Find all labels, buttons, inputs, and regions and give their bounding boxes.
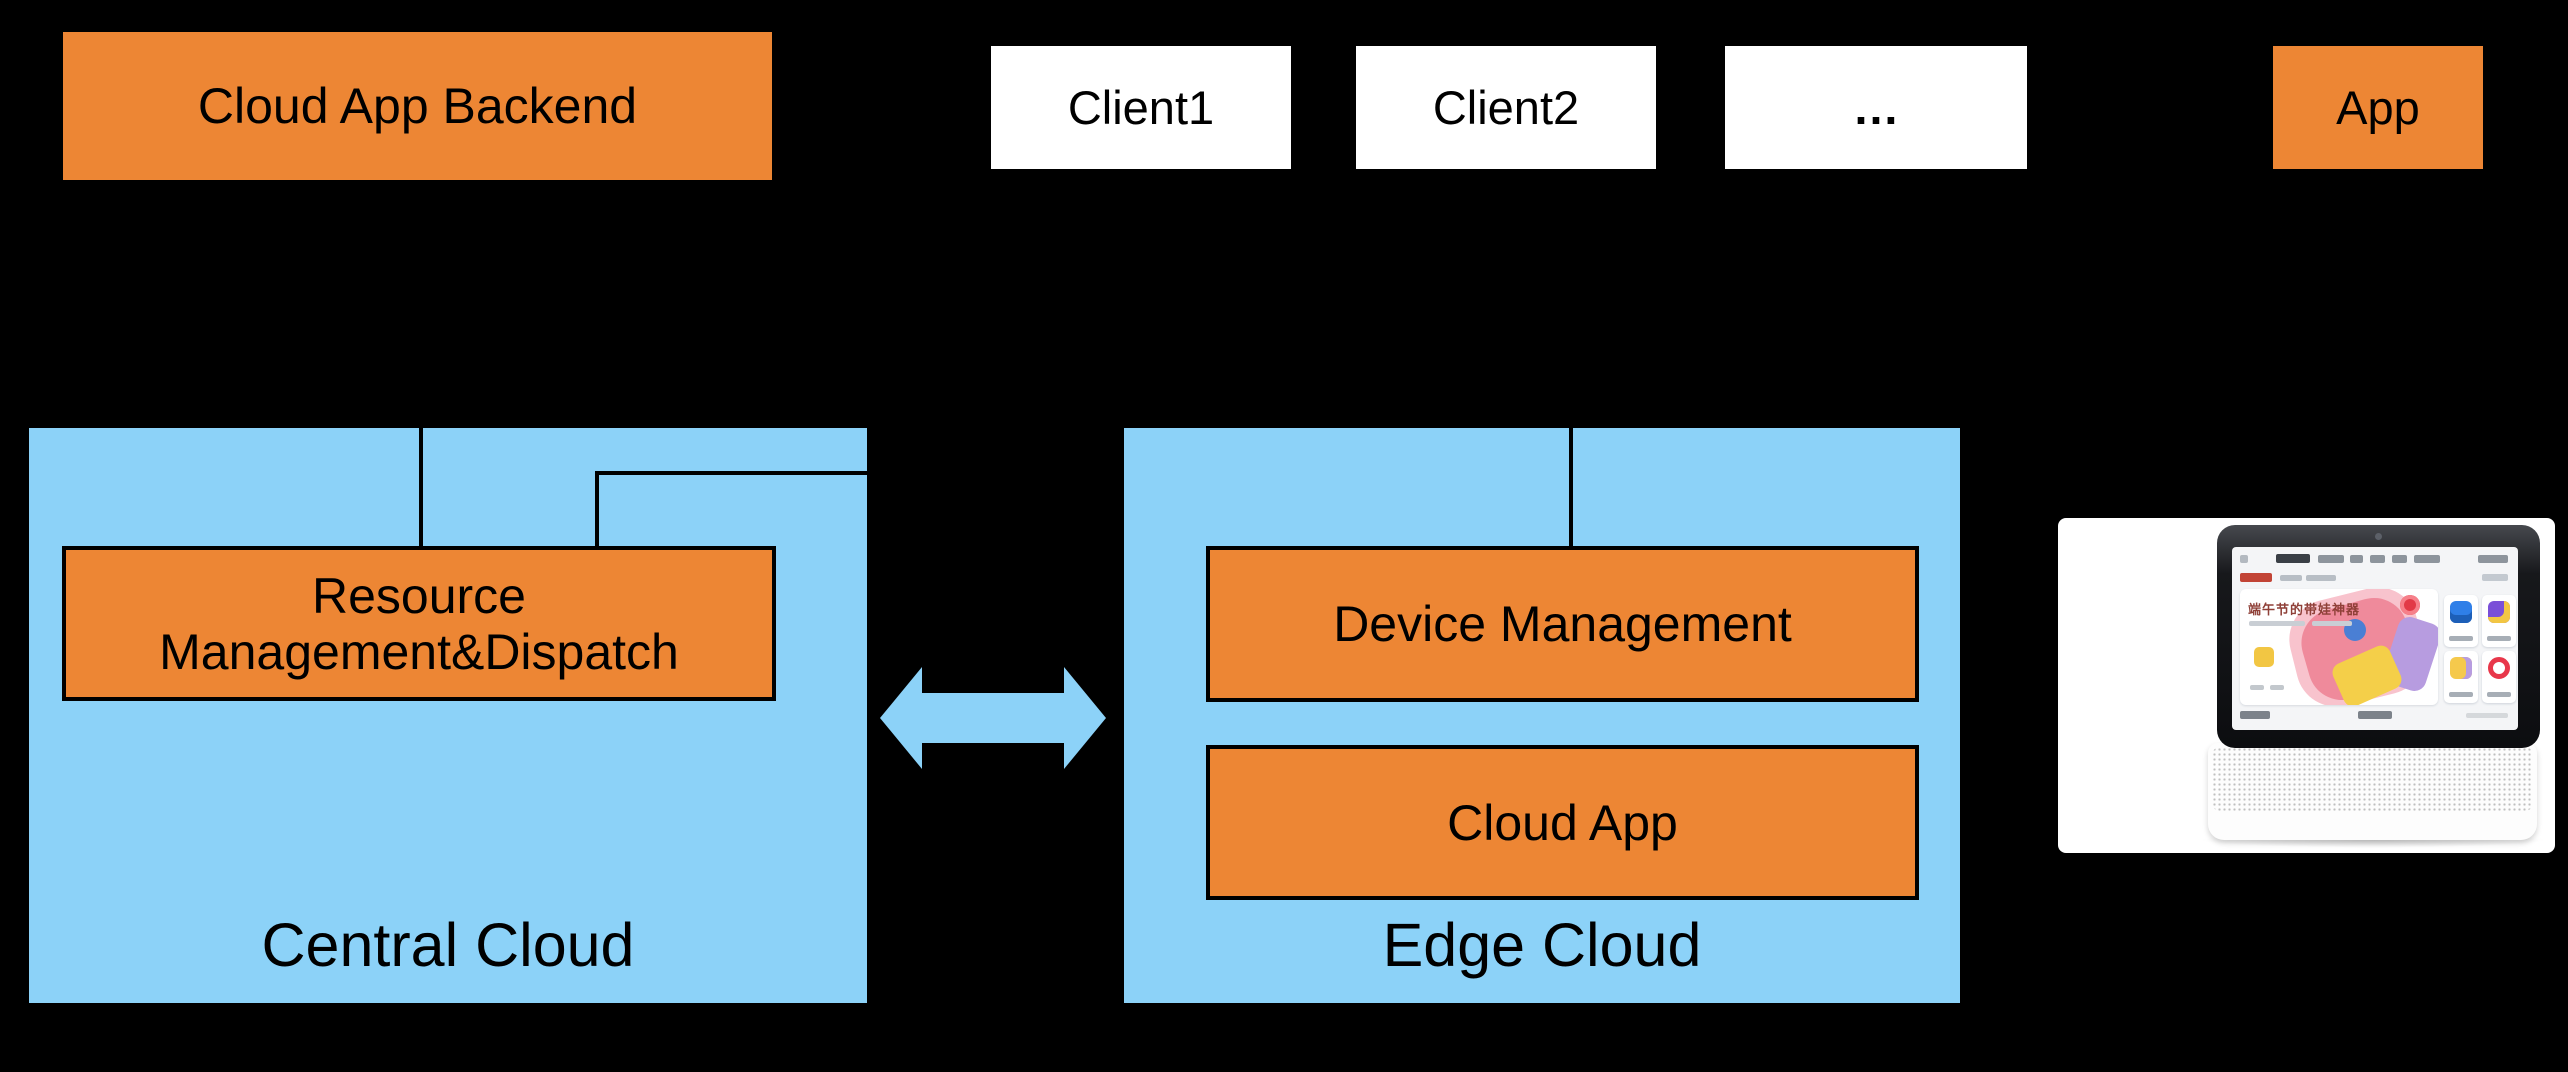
- hero-subline: [2312, 621, 2352, 626]
- edge-cloud-container: [1124, 428, 1960, 1003]
- screen-app-tile: [2482, 595, 2516, 647]
- cloud-app-backend-box: Cloud App Backend: [63, 32, 772, 180]
- device-screen-bezel: 端午节的带娃神器: [2217, 525, 2540, 748]
- screen-nav-item: [2392, 555, 2407, 563]
- screen-hero-card: 端午节的带娃神器: [2240, 589, 2438, 705]
- screen-nav-item: [2414, 555, 2440, 563]
- hero-badge-icon: [2400, 595, 2420, 615]
- connector-backend-to-resource: [419, 428, 423, 548]
- screen-app-tile: [2444, 595, 2478, 647]
- screen-nav-item: [2350, 555, 2363, 563]
- hero-subline: [2249, 621, 2305, 626]
- screen-section-title: [2240, 573, 2272, 582]
- device-screen: 端午节的带娃神器: [2232, 547, 2518, 730]
- screen-bottom-label: [2240, 711, 2270, 719]
- screen-app-tile: [2482, 651, 2516, 703]
- screen-nav-icon: [2240, 555, 2248, 563]
- edge-cloud-label: Edge Cloud: [1124, 905, 1960, 985]
- hero-dash: [2270, 685, 2284, 690]
- central-cloud-label-text: Central Cloud: [261, 911, 635, 979]
- clients-ellipsis-box: …: [1725, 46, 2027, 169]
- hero-dash: [2250, 685, 2264, 690]
- resource-management-box: Resource Management&Dispatch: [62, 546, 776, 701]
- screen-nav-item: [2370, 555, 2385, 563]
- app-tile-icon-yellow: [2450, 657, 2472, 679]
- app-label: App: [2336, 81, 2420, 134]
- app-box: App: [2273, 46, 2483, 169]
- camera-icon: [2375, 533, 2382, 540]
- client1-box: Client1: [991, 46, 1291, 169]
- cloud-app-backend-label: Cloud App Backend: [197, 78, 638, 134]
- device-management-label: Device Management: [1333, 596, 1792, 652]
- screen-app-tile: [2444, 651, 2478, 703]
- connector-resource-elbow-vertical: [595, 473, 599, 548]
- clients-ellipsis-label: …: [1852, 81, 1900, 134]
- client1-label: Client1: [1067, 81, 1215, 134]
- screen-bottom-label: [2466, 713, 2508, 718]
- app-tile-icon-purple: [2488, 601, 2510, 623]
- screen-nav-item: [2318, 555, 2344, 563]
- bidirectional-arrow-icon: [880, 667, 1106, 769]
- client2-box: Client2: [1356, 46, 1656, 169]
- hero-headline: 端午节的带娃神器: [2248, 602, 2361, 617]
- resource-management-label: Resource Management&Dispatch: [159, 567, 679, 680]
- edge-cloud-label-text: Edge Cloud: [1382, 911, 1702, 979]
- cloud-app-label: Cloud App: [1447, 794, 1678, 851]
- app-tile-icon-blue: [2450, 601, 2472, 623]
- central-cloud-container: [29, 428, 867, 1003]
- speaker-grille-texture: [2212, 747, 2533, 811]
- screen-nav-item: [2276, 554, 2310, 563]
- screen-subtext: [2306, 575, 2336, 581]
- connector-resource-elbow-horizontal: [595, 471, 867, 475]
- smart-display-photo: 端午节的带娃神器: [2058, 518, 2555, 853]
- app-tile-icon-red: [2488, 657, 2510, 679]
- screen-subtext: [2280, 575, 2302, 581]
- device-speaker-base: [2208, 743, 2537, 840]
- central-cloud-label: Central Cloud: [29, 905, 867, 985]
- hero-small-icon: [2254, 647, 2274, 667]
- screen-link: [2482, 574, 2508, 581]
- screen-bottom-label: [2358, 711, 2392, 719]
- client2-label: Client2: [1432, 81, 1580, 134]
- cloud-app-box: Cloud App: [1206, 745, 1919, 900]
- connector-clients-to-device-management: [1569, 428, 1573, 548]
- device-management-box: Device Management: [1206, 546, 1919, 702]
- screen-nav-item: [2478, 555, 2508, 563]
